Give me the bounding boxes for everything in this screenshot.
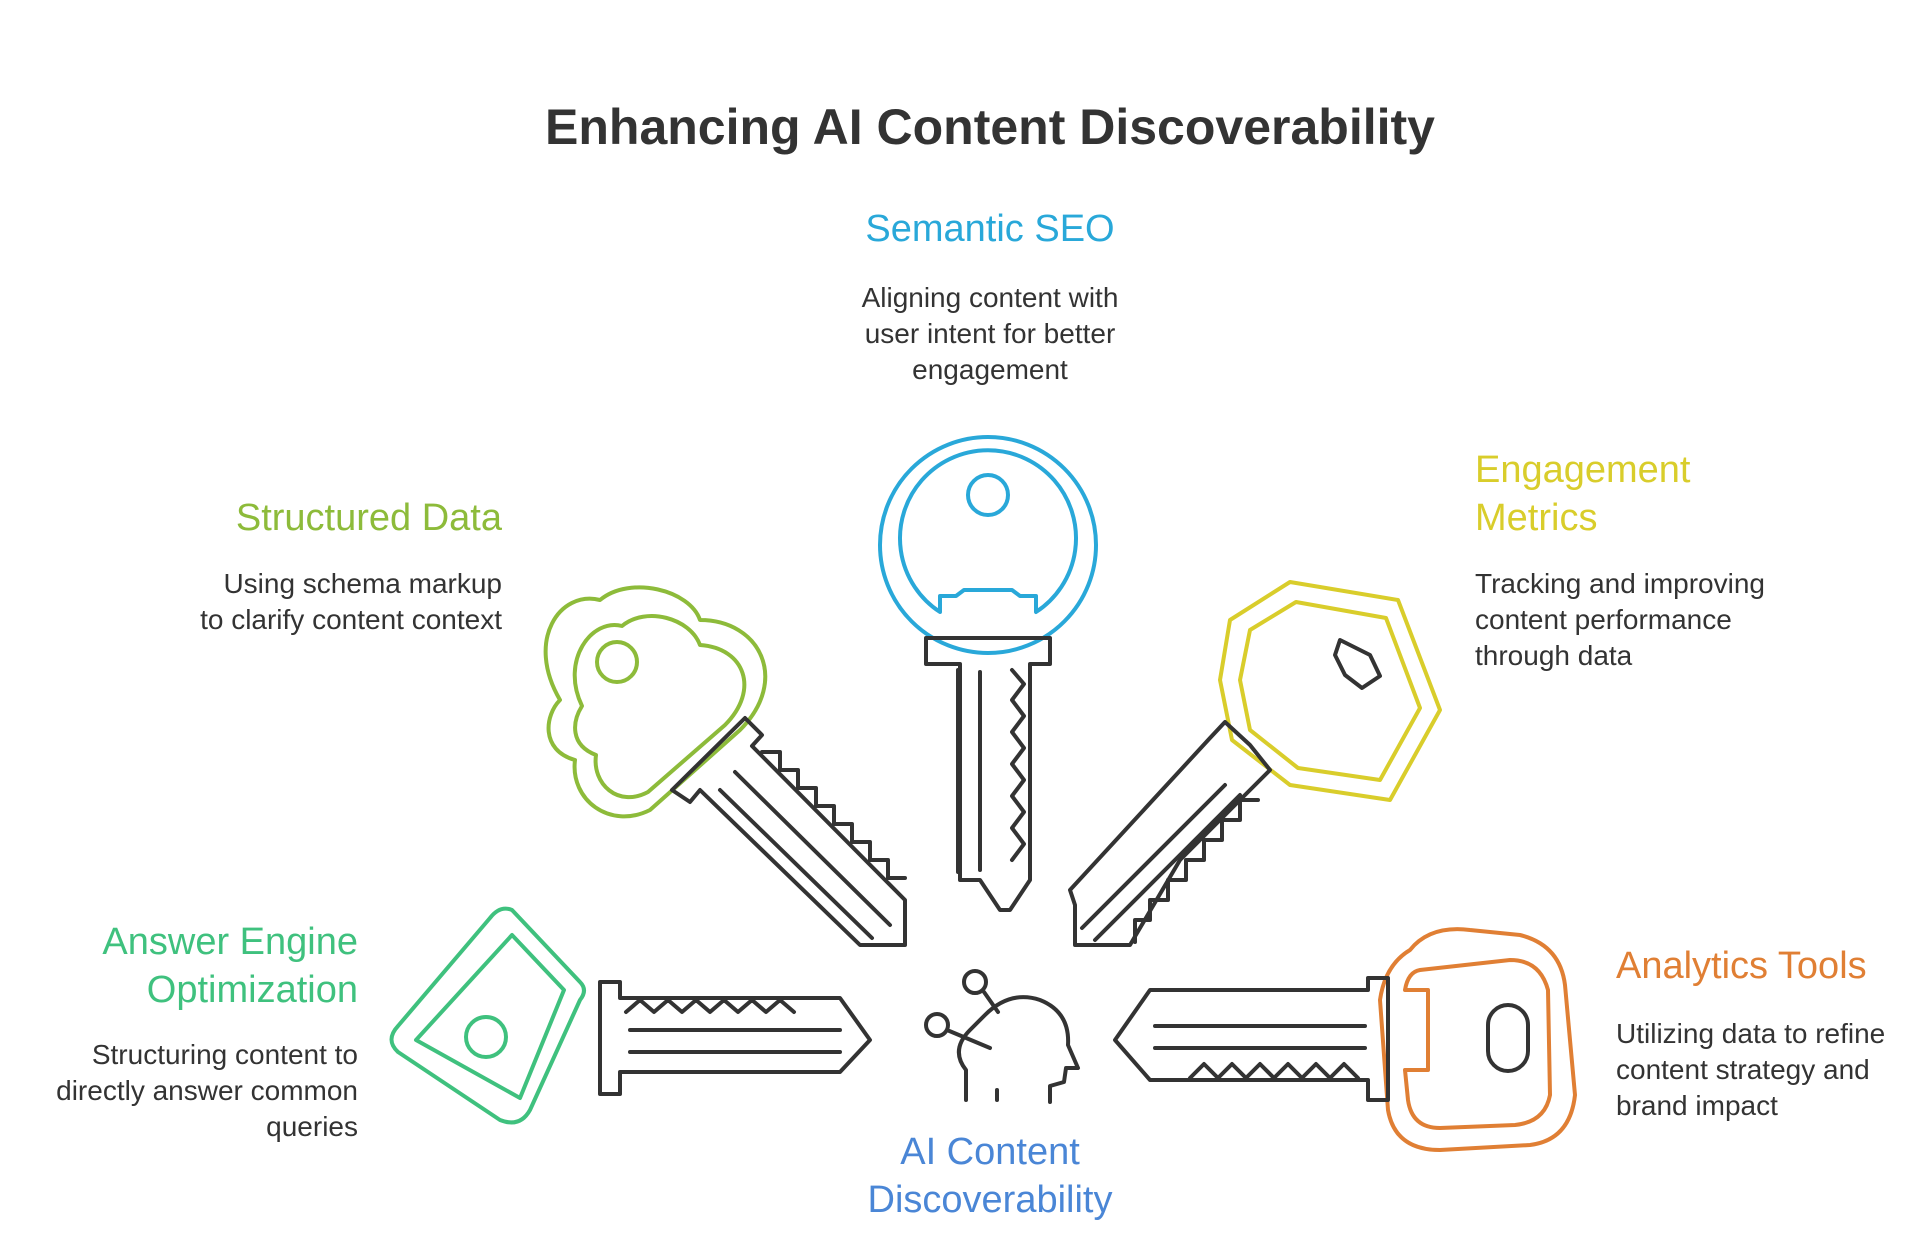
semantic-seo-description: Aligning content with user intent for be… xyxy=(861,282,1119,385)
diamond-key-icon xyxy=(389,906,872,1125)
round-key-icon xyxy=(878,435,1098,912)
hexagon-key-icon xyxy=(1068,580,1442,947)
center-label: AI Content Discoverability xyxy=(867,1131,1113,1221)
structured-data-label: Structured Data xyxy=(235,497,502,539)
engagement-metrics-label: Engagement Metrics xyxy=(1475,449,1691,539)
analytics-tools-description: Utilizing data to refine content strateg… xyxy=(1616,1018,1886,1121)
cloud-key-icon xyxy=(543,585,907,947)
semantic-seo-label: Semantic SEO xyxy=(865,208,1115,250)
answer-engine-label: Answer Engine Optimization xyxy=(102,921,358,1011)
structured-data-description: Using schema markup to clarify content c… xyxy=(200,568,502,635)
square-key-icon xyxy=(1113,927,1577,1152)
head-with-nodes-icon xyxy=(924,969,1080,1104)
engagement-metrics-description: Tracking and improving content performan… xyxy=(1475,568,1765,671)
page-title: Enhancing AI Content Discoverability xyxy=(545,99,1435,155)
answer-engine-description: Structuring content to directly answer c… xyxy=(56,1039,358,1142)
analytics-tools-label: Analytics Tools xyxy=(1616,945,1867,987)
